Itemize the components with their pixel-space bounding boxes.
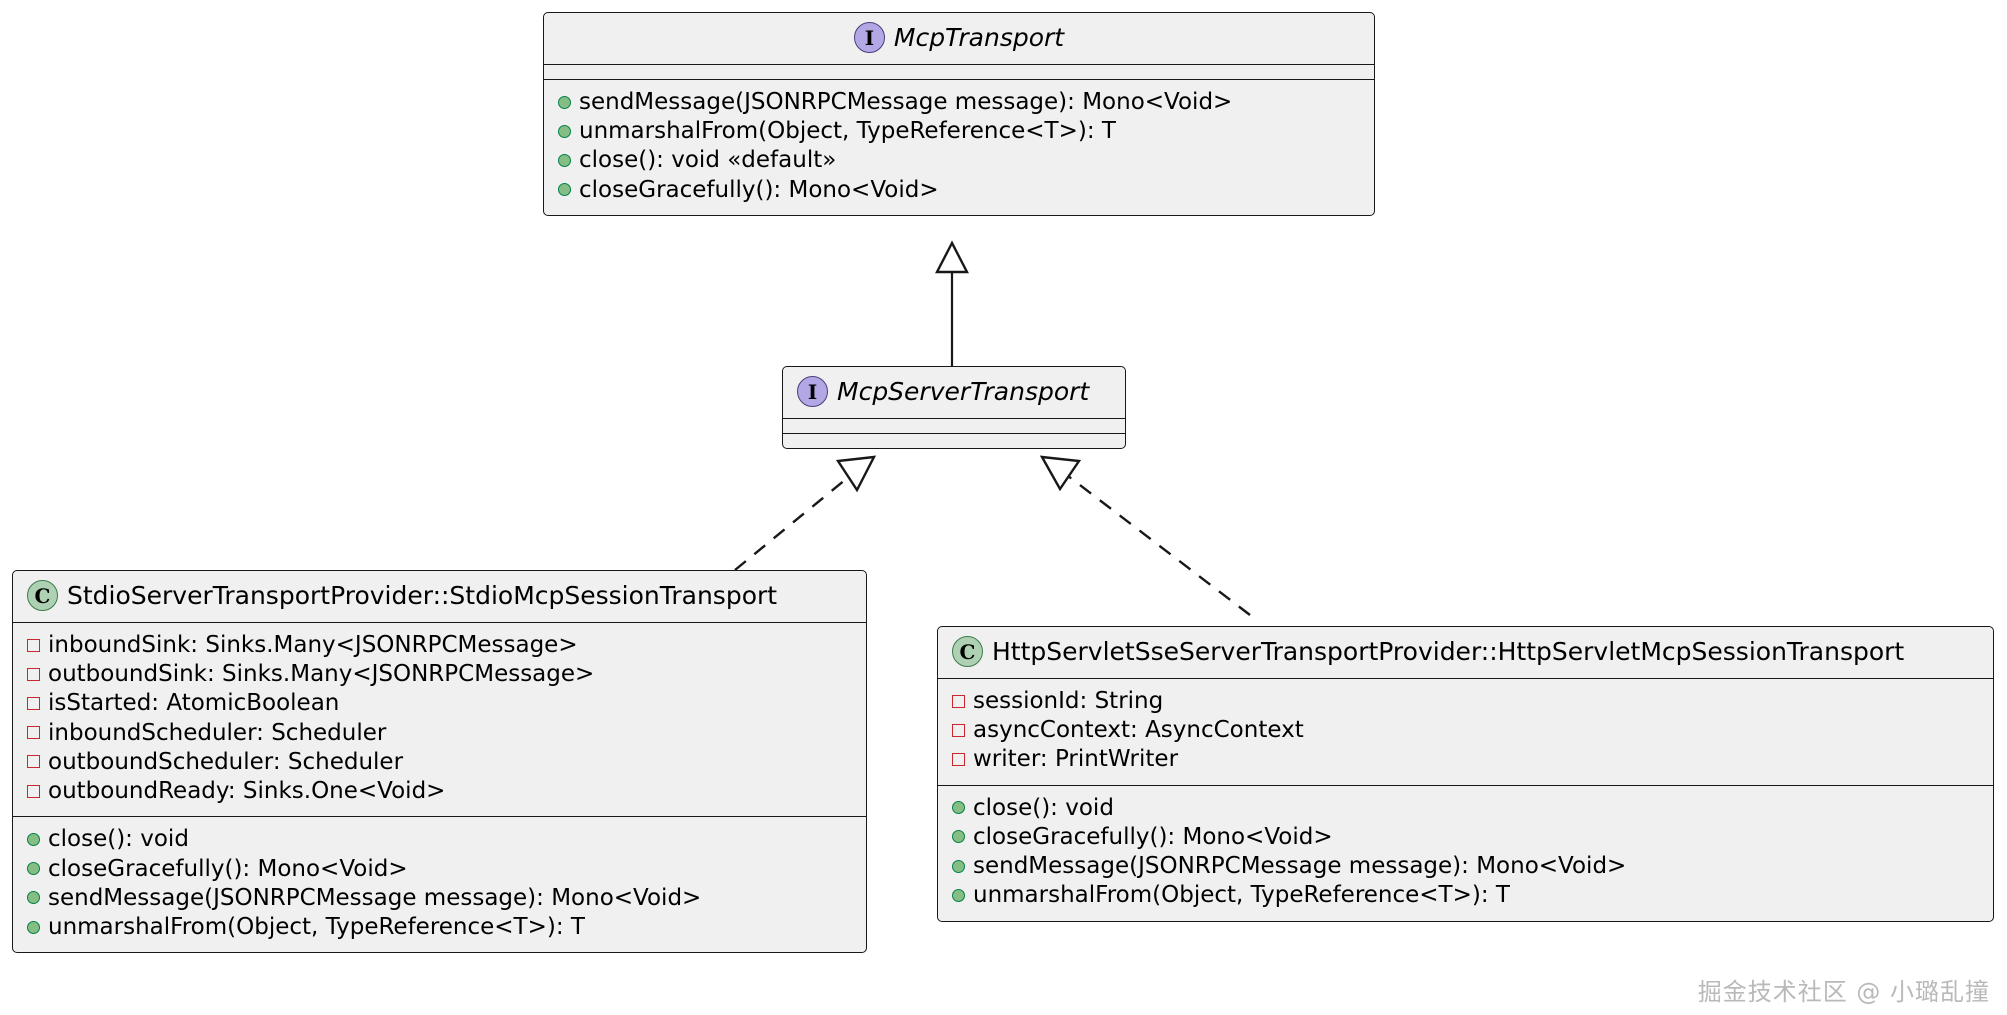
method-label: unmarshalFrom(Object, TypeReference<T>):… — [973, 882, 1510, 909]
private-visibility-icon — [952, 694, 965, 708]
hollow-triangle-arrowhead — [935, 240, 969, 274]
method-row[interactable]: unmarshalFrom(Object, TypeReference<T>):… — [948, 881, 1983, 910]
hollow-triangle-arrowhead — [835, 455, 877, 493]
attribute-label: asyncContext: AsyncContext — [973, 717, 1304, 744]
node-header: I McpTransport — [544, 13, 1374, 64]
methods-compartment — [783, 433, 1125, 448]
public-visibility-icon — [952, 888, 965, 902]
private-visibility-icon — [952, 723, 965, 737]
implements-line-httpservlet — [1054, 465, 1251, 616]
uml-node-mcp-server-transport[interactable]: I McpServerTransport — [782, 366, 1126, 449]
implements-line-stdio — [734, 465, 863, 571]
uml-node-http-servlet-mcp-session-transport[interactable]: C HttpServletSseServerTransportProvider:… — [937, 626, 1994, 922]
private-visibility-icon — [27, 755, 40, 769]
private-visibility-icon — [27, 784, 40, 798]
method-row[interactable]: close(): void — [948, 794, 1983, 823]
public-visibility-icon — [558, 154, 571, 168]
method-label: sendMessage(JSONRPCMessage message): Mon… — [579, 89, 1233, 115]
hollow-triangle-arrowhead — [1039, 455, 1082, 492]
public-visibility-icon — [952, 801, 965, 815]
public-visibility-icon — [558, 95, 571, 109]
attributes-compartment: inboundSink: Sinks.Many<JSONRPCMessage> … — [13, 622, 866, 816]
method-row[interactable]: sendMessage(JSONRPCMessage message): Mon… — [23, 884, 856, 913]
method-row[interactable]: close(): void «default» — [554, 146, 1364, 175]
public-visibility-icon — [27, 920, 40, 934]
attribute-label: sessionId: String — [973, 688, 1164, 714]
public-visibility-icon — [27, 832, 40, 846]
method-label: closeGracefully(): Mono<Void> — [48, 855, 408, 882]
private-visibility-icon — [27, 667, 40, 681]
public-visibility-icon — [952, 859, 965, 873]
method-label: sendMessage(JSONRPCMessage message): Mon… — [48, 884, 702, 911]
attributes-compartment — [544, 64, 1374, 79]
attribute-row[interactable]: outboundReady: Sinks.One<Void> — [23, 777, 856, 806]
node-title: McpServerTransport — [837, 376, 1090, 406]
attribute-row[interactable]: sessionId: String — [948, 687, 1983, 716]
private-visibility-icon — [27, 726, 40, 740]
relation-implements-httpservlet — [1039, 455, 1251, 616]
interface-badge-icon: I — [853, 22, 885, 53]
attribute-label: outboundScheduler: Scheduler — [48, 748, 404, 775]
private-visibility-icon — [27, 697, 40, 711]
attribute-label: inboundSink: Sinks.Many<JSONRPCMessage> — [48, 632, 578, 658]
attribute-label: inboundScheduler: Scheduler — [48, 719, 387, 746]
method-row[interactable]: closeGracefully(): Mono<Void> — [554, 176, 1364, 205]
public-visibility-icon — [27, 891, 40, 905]
methods-compartment: sendMessage(JSONRPCMessage message): Mon… — [544, 79, 1374, 215]
method-row[interactable]: sendMessage(JSONRPCMessage message): Mon… — [554, 88, 1364, 117]
attribute-label: outboundSink: Sinks.Many<JSONRPCMessage> — [48, 661, 595, 688]
node-header: C StdioServerTransportProvider::StdioMcp… — [13, 571, 866, 622]
attribute-row[interactable]: isStarted: AtomicBoolean — [23, 689, 856, 718]
method-row[interactable]: closeGracefully(): Mono<Void> — [23, 855, 856, 884]
class-badge-icon: C — [952, 636, 983, 667]
attribute-row[interactable]: outboundSink: Sinks.Many<JSONRPCMessage> — [23, 660, 856, 689]
public-visibility-icon — [558, 183, 571, 197]
attribute-label: isStarted: AtomicBoolean — [48, 690, 340, 717]
class-badge-icon: C — [27, 580, 58, 611]
public-visibility-icon — [558, 124, 571, 138]
attribute-row[interactable]: writer: PrintWriter — [948, 745, 1983, 774]
attribute-row[interactable]: asyncContext: AsyncContext — [948, 716, 1983, 745]
attributes-compartment: sessionId: String asyncContext: AsyncCon… — [938, 678, 1993, 785]
method-row[interactable]: closeGracefully(): Mono<Void> — [948, 823, 1983, 852]
method-row[interactable]: close(): void — [23, 825, 856, 854]
attribute-label: outboundReady: Sinks.One<Void> — [48, 778, 446, 805]
method-label: closeGracefully(): Mono<Void> — [579, 176, 939, 203]
node-header: C HttpServletSseServerTransportProvider:… — [938, 627, 1993, 678]
node-title: McpTransport — [893, 22, 1065, 52]
public-visibility-icon — [952, 830, 965, 844]
method-label: close(): void «default» — [579, 147, 837, 174]
method-label: unmarshalFrom(Object, TypeReference<T>):… — [579, 118, 1116, 145]
method-label: close(): void — [48, 826, 189, 853]
method-label: closeGracefully(): Mono<Void> — [973, 823, 1333, 850]
relation-implements-stdio — [734, 455, 877, 571]
method-row[interactable]: unmarshalFrom(Object, TypeReference<T>):… — [23, 913, 856, 942]
attribute-row[interactable]: outboundScheduler: Scheduler — [23, 748, 856, 777]
relation-extends-mcptransport — [935, 240, 969, 368]
methods-compartment: close(): void closeGracefully(): Mono<Vo… — [938, 784, 1993, 921]
interface-badge-icon: I — [797, 376, 828, 407]
public-visibility-icon — [27, 862, 40, 876]
watermark-text: 掘金技术社区 @ 小璐乱撞 — [1697, 978, 1990, 1006]
attribute-row[interactable]: inboundScheduler: Scheduler — [23, 719, 856, 748]
method-label: close(): void — [973, 794, 1114, 821]
attributes-compartment — [783, 418, 1125, 433]
node-title: HttpServletSseServerTransportProvider::H… — [992, 636, 1905, 666]
uml-node-stdio-mcp-session-transport[interactable]: C StdioServerTransportProvider::StdioMcp… — [12, 570, 867, 954]
attribute-row[interactable]: inboundSink: Sinks.Many<JSONRPCMessage> — [23, 631, 856, 660]
method-label: unmarshalFrom(Object, TypeReference<T>):… — [48, 913, 585, 940]
method-label: sendMessage(JSONRPCMessage message): Mon… — [973, 853, 1627, 880]
node-title: StdioServerTransportProvider::StdioMcpSe… — [67, 580, 778, 610]
private-visibility-icon — [952, 753, 965, 767]
uml-node-mcp-transport[interactable]: I McpTransport sendMessage(JSONRPCMessag… — [543, 12, 1375, 216]
method-row[interactable]: unmarshalFrom(Object, TypeReference<T>):… — [554, 117, 1364, 146]
methods-compartment: close(): void closeGracefully(): Mono<Vo… — [13, 816, 866, 952]
node-header: I McpServerTransport — [783, 367, 1125, 418]
private-visibility-icon — [27, 638, 40, 652]
attribute-label: writer: PrintWriter — [973, 746, 1179, 773]
method-row[interactable]: sendMessage(JSONRPCMessage message): Mon… — [948, 852, 1983, 881]
